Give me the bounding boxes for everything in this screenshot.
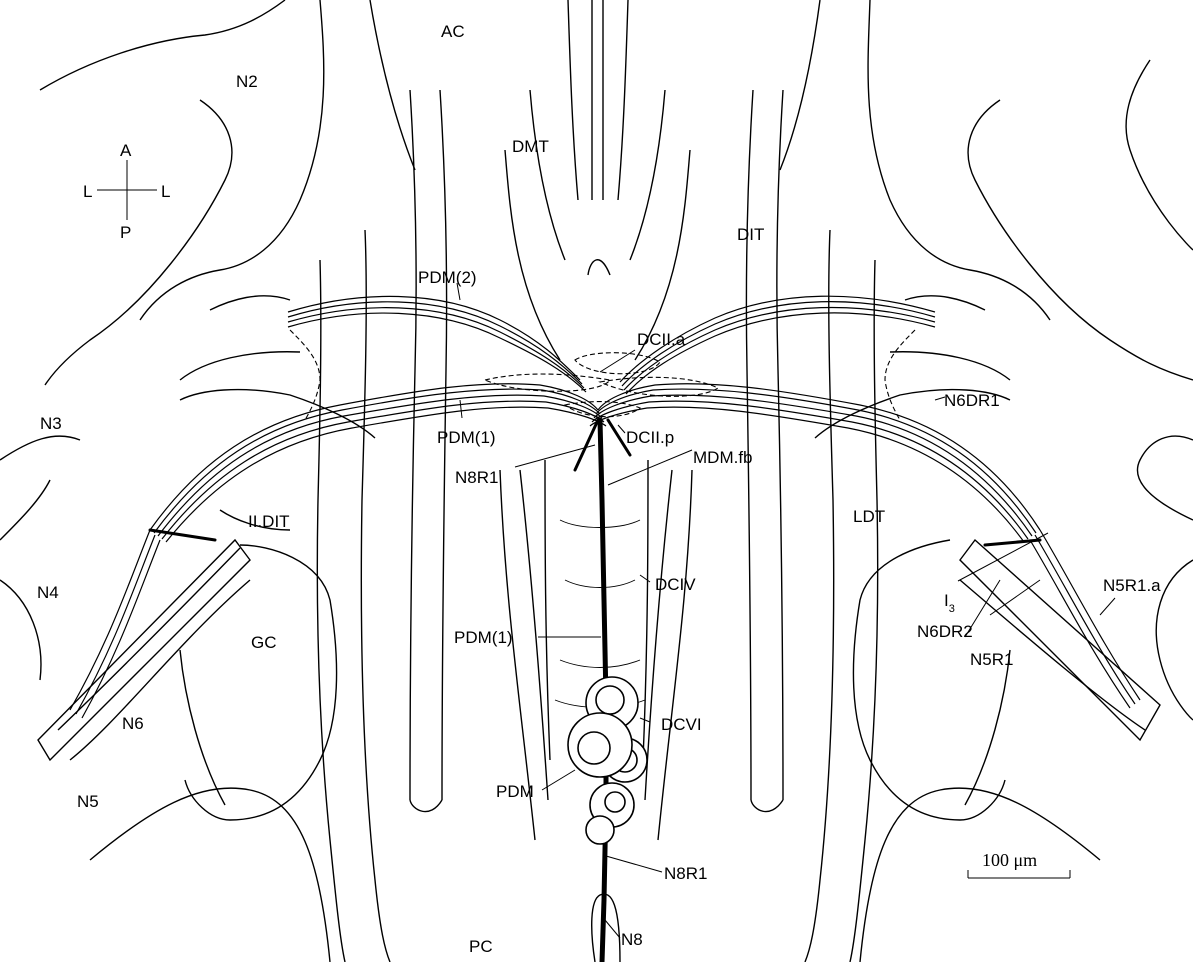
label-ldt: LDT [853,507,885,526]
nerve-trunk-left [38,540,250,760]
pdm2-bundle [288,296,935,394]
outline-left-lobe [140,0,415,820]
label-pdm1-top: PDM(1) [437,428,496,447]
outline-n3-nerve [0,436,80,540]
label-pdm2: PDM(2) [418,268,477,287]
leader-lines [457,283,1115,938]
label-pdm1-mid: PDM(1) [454,628,513,647]
label-n5r1-a: N5R1.a [1103,576,1161,595]
pdm-cell-cluster [568,677,647,844]
compass-right-label: L [161,182,170,201]
compass-left-label: L [83,182,92,201]
label-dciv: DCIV [655,575,696,594]
label-ii-dit: II.DIT [248,512,290,531]
outline-right-connective [746,90,877,962]
label-n5: N5 [77,792,99,811]
label-pc: PC [469,937,493,956]
label-n8r1-bottom: N8R1 [664,864,707,883]
compass-anterior-label: A [120,141,132,160]
label-dcii-a: DCII.a [637,330,686,349]
label-n8r1-top: N8R1 [455,468,498,487]
label-n5r1: N5R1 [970,650,1013,669]
orientation-compass: A P L L [83,141,170,242]
label-mdm-fb: MDM.fb [693,448,753,467]
scale-bar: 100 μm [968,850,1070,878]
dashed-fibers [290,330,915,420]
label-n4: N4 [37,583,59,602]
label-ac: AC [441,22,465,41]
label-n6: N6 [122,714,144,733]
label-dcii-p: DCII.p [626,428,674,447]
nerve-trunk-right [960,540,1160,740]
label-n6dr2: N6DR2 [917,622,973,641]
label-gc: GC [251,633,277,652]
compass-posterior-label: P [120,223,131,242]
outline-left-connective [317,90,446,962]
label-dit: DIT [737,225,764,244]
outline-right-lobe [780,0,1193,820]
label-n6dr1: N6DR1 [944,391,1000,410]
label-n8: N8 [621,930,643,949]
label-pdm: PDM [496,782,534,801]
label-n2: N2 [236,72,258,91]
scale-bar-label: 100 μm [982,850,1037,870]
label-n3: N3 [40,414,62,433]
label-dcvi: DCVI [661,715,702,734]
label-dmt: DMT [512,137,549,156]
label-i3: I3 [944,591,955,615]
